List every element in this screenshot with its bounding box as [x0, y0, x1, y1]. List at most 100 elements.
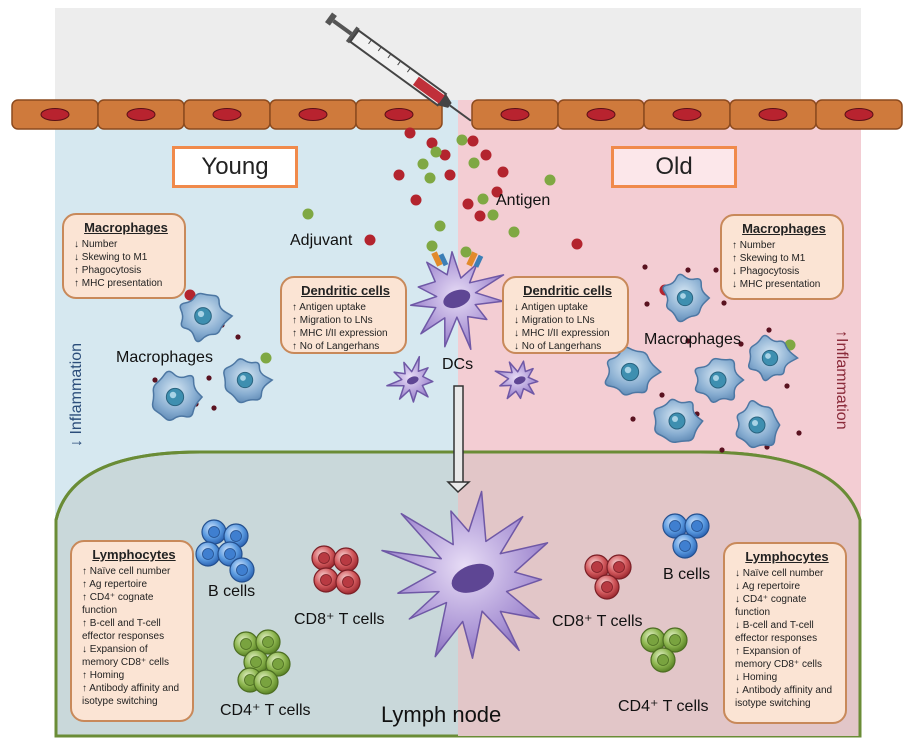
box-line: ↓ Number — [74, 239, 118, 250]
cytokine-dot — [235, 334, 241, 340]
lymphocyte-clusters — [195, 513, 710, 695]
box-title: Macrophages — [84, 220, 168, 235]
box-line: ↓ No of Langerhans — [514, 341, 602, 352]
box-line: ↑ Homing — [82, 670, 125, 681]
antigen-particle — [426, 137, 438, 149]
cytokine-dot — [642, 264, 648, 270]
epithelial-cell — [643, 99, 731, 130]
cytokine-dot — [644, 301, 650, 307]
cytokine-dot — [211, 405, 217, 411]
box-title: Lymphocytes — [92, 547, 176, 562]
adjuvant-particle — [260, 352, 272, 364]
cd4-t-cell-cluster — [233, 629, 291, 695]
inflammation-label-old: ↑Inflammation — [833, 330, 850, 430]
box-line: ↓ Expansion of memory CD8⁺ cells — [82, 644, 169, 668]
b-cell-cluster — [195, 519, 255, 583]
migration-arrow — [446, 385, 471, 494]
macrophage-cell — [179, 292, 234, 343]
box-line: ↓ Antibody affinity and isotype switchin… — [735, 685, 833, 709]
cd8-t-cell-cluster — [311, 545, 361, 595]
cytokine-dot — [659, 392, 665, 398]
antigen-particle — [410, 194, 422, 206]
old-lymphocytes-box: Lymphocytes ↓ Naïve cell number ↓ Ag rep… — [723, 542, 847, 724]
macrophage-cell — [747, 334, 799, 382]
antigen-particle — [571, 238, 583, 250]
macrophage-cell — [694, 357, 745, 404]
adjuvant-particle — [430, 146, 442, 158]
dendritic-cell — [409, 251, 505, 351]
dendritic-cell — [494, 360, 539, 400]
old-dendritic-box: Dendritic cells ↓ Antigen uptake ↓ Migra… — [502, 276, 629, 354]
b-cell-cluster — [662, 513, 710, 559]
macrophage-cell — [662, 273, 711, 323]
macrophage-cell — [223, 358, 274, 404]
young-macrophages-box: Macrophages ↓ Number ↓ Skewing to M1 ↑ P… — [62, 213, 186, 299]
box-line: ↑ No of Langerhans — [292, 341, 380, 352]
dcs-label: DCs — [442, 356, 474, 373]
antigen-particle — [467, 135, 479, 147]
box-line: ↑ Migration to LNs — [292, 315, 373, 326]
box-line: ↓ B-cell and T-cell effector responses — [735, 620, 818, 644]
lymph-node-label: Lymph node — [381, 702, 502, 727]
box-line: ↓ Antigen uptake — [514, 302, 588, 313]
macrophages-label-young: Macrophages — [116, 349, 213, 366]
dendritic-cells — [381, 251, 549, 659]
young-dendritic-box: Dendritic cells ↑ Antigen uptake ↑ Migra… — [280, 276, 407, 354]
adjuvant-particle — [424, 172, 436, 184]
box-line: ↑ Naïve cell number — [82, 566, 171, 577]
epithelium-cells — [11, 99, 903, 130]
box-line: ↑ CD4⁺ cognate function — [82, 592, 154, 616]
dendritic-cell — [381, 490, 549, 659]
cytokine-dot — [206, 375, 212, 381]
cd8-label-old: CD8⁺ T cells — [552, 613, 643, 630]
epithelial-cell — [269, 99, 357, 130]
epithelial-cell — [815, 99, 903, 130]
adjuvant-label: Adjuvant — [290, 232, 353, 249]
antigen-particle — [404, 127, 416, 139]
box-line: ↑ Antigen uptake — [292, 302, 366, 313]
syringe-icon — [325, 12, 472, 122]
adjuvant-particle — [426, 240, 438, 252]
antigen-adjuvant-particles — [184, 127, 796, 364]
box-line: ↓ Naïve cell number — [735, 568, 824, 579]
box-line: ↓ MHC I/II expression — [514, 328, 610, 339]
cytokine-dot — [796, 430, 802, 436]
cytokine-dot — [713, 267, 719, 273]
antigen-particle — [364, 234, 376, 246]
dendritic-cell — [386, 355, 434, 403]
macrophage-cells — [151, 273, 799, 449]
epithelial-cell — [11, 99, 99, 130]
cd4-label-old: CD4⁺ T cells — [618, 698, 709, 715]
box-line: ↓ Ag repertoire — [735, 581, 801, 592]
adjuvant-particle — [456, 134, 468, 146]
antigen-particle — [444, 169, 456, 181]
adjuvant-particle — [460, 246, 472, 258]
box-line: ↑ Ag repertoire — [82, 579, 148, 590]
top-background — [55, 8, 861, 100]
antigen-particle — [474, 210, 486, 222]
box-line: ↓ Homing — [735, 672, 778, 683]
antigen-particle — [480, 149, 492, 161]
box-line: ↑ Skewing to M1 — [732, 253, 806, 264]
cytokine-dot — [152, 377, 158, 383]
adjuvant-particle — [302, 208, 314, 220]
box-line: ↓ Skewing to M1 — [74, 252, 148, 263]
box-line: ↑ Expansion of memory CD8⁺ cells — [735, 646, 822, 670]
adjuvant-particle — [477, 193, 489, 205]
box-title: Macrophages — [742, 221, 826, 236]
macrophage-cell — [735, 399, 781, 449]
cytokine-dot — [630, 416, 636, 422]
box-line: ↓ Phagocytosis — [732, 266, 800, 277]
cd8-t-cell-cluster — [584, 554, 632, 600]
cytokine-dot — [685, 338, 691, 344]
b-cells-label-old: B cells — [663, 566, 711, 583]
box-line: ↑ Phagocytosis — [74, 265, 142, 276]
adjuvant-particle — [417, 158, 429, 170]
antigen-particle — [184, 289, 196, 301]
box-line: ↑ B-cell and T-cell effector responses — [82, 618, 165, 642]
adjuvant-particle — [487, 209, 499, 221]
old-title: Old — [611, 146, 737, 188]
antigen-particle — [462, 198, 474, 210]
dc-receptors — [431, 251, 484, 268]
